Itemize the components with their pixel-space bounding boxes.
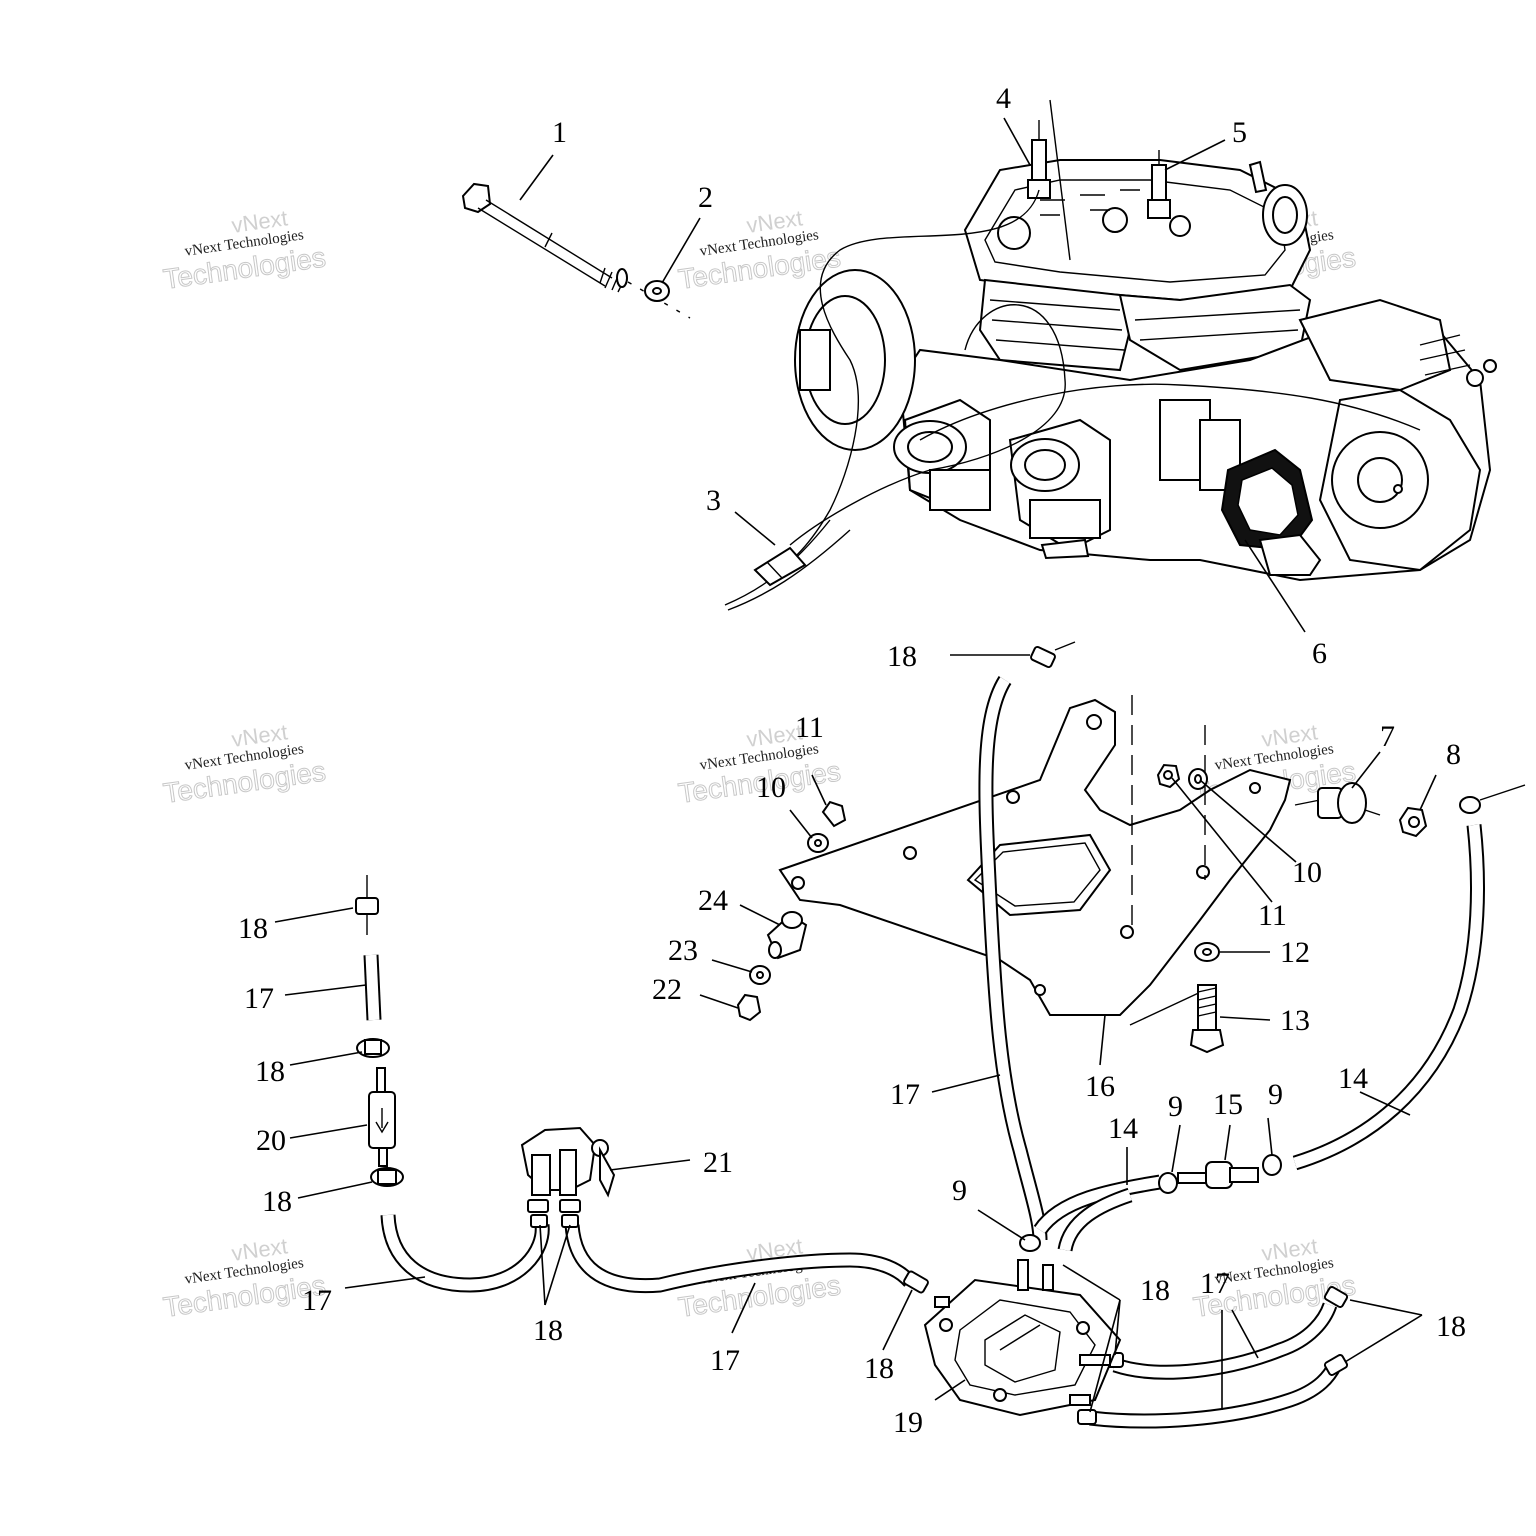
clamp-9-pump — [1019, 1234, 1041, 1252]
callout-7: 7 — [1380, 720, 1395, 753]
part-washer-10-left — [807, 833, 829, 853]
callout-15: 15 — [1213, 1088, 1243, 1121]
part-washer — [644, 280, 670, 302]
callout-11b: 11 — [1258, 899, 1287, 932]
callout-4: 4 — [996, 82, 1011, 115]
callout-17e: 17 — [1200, 1267, 1230, 1300]
callout-24: 24 — [698, 884, 728, 917]
clamp-18-valve-right — [559, 1199, 581, 1228]
part-nut-22 — [736, 993, 762, 1022]
callout-20: 20 — [256, 1124, 286, 1157]
clamp-18-top — [1030, 641, 1076, 669]
engine-assembly — [769, 99, 1497, 582]
part-nut-right — [1398, 806, 1428, 838]
clamp-18-right-top — [1323, 1286, 1349, 1308]
clamp-18-valve-left — [527, 1199, 549, 1228]
part-bolt-13 — [1189, 984, 1225, 1054]
callout-14a: 14 — [1108, 1112, 1138, 1145]
watermark-top-center: vNext vNext Technologies Technologies — [676, 205, 843, 295]
callout-14b: 14 — [1338, 1062, 1368, 1095]
spark-plug-right — [1147, 150, 1171, 219]
part-mounting-plate — [778, 695, 1292, 1026]
callout-18h: 18 — [1436, 1310, 1466, 1343]
spark-plug-left — [1027, 120, 1051, 199]
callout-18c: 18 — [255, 1055, 285, 1088]
callout-9c: 9 — [952, 1174, 967, 1207]
spark-plug-wire — [769, 189, 1421, 576]
part-nut-washer-right — [1156, 763, 1208, 790]
callout-18a: 18 — [887, 640, 917, 673]
callout-18b: 18 — [238, 912, 268, 945]
part-fuel-filter — [368, 1067, 396, 1167]
clamp-18-right-bottom — [1323, 1354, 1349, 1376]
callout-9a: 9 — [1168, 1090, 1183, 1123]
callout-16: 16 — [1085, 1070, 1115, 1103]
callout-17c: 17 — [302, 1284, 332, 1317]
callout-12: 12 — [1280, 936, 1310, 969]
watermark-mid-left: vNext vNext Technologies Technologies — [161, 719, 328, 809]
callout-labels: 1 2 3 4 5 6 7 8 9 9 9 10 10 11 11 12 13 … — [238, 82, 1466, 1439]
part-wire-connector — [724, 519, 851, 611]
clamp-9-right — [1262, 1154, 1282, 1176]
callout-18g: 18 — [1140, 1274, 1170, 1307]
callout-21: 21 — [703, 1146, 733, 1179]
clamp-9-left — [1158, 1172, 1178, 1194]
callout-18d: 18 — [262, 1185, 292, 1218]
carburetor-left — [893, 398, 991, 512]
fuel-hoses — [363, 676, 1485, 1429]
part-clip-11-left — [821, 800, 847, 828]
clamp-18-left-mid — [356, 1038, 390, 1058]
callout-3: 3 — [706, 484, 721, 517]
part-washer-23 — [749, 965, 771, 985]
clamp-9-top-right — [1459, 784, 1526, 814]
clamp-18-left-top — [355, 875, 379, 935]
callout-17a: 17 — [890, 1078, 920, 1111]
callout-19: 19 — [893, 1406, 923, 1439]
callout-22: 22 — [652, 973, 682, 1006]
part-inline-fitting — [1177, 1161, 1259, 1189]
callout-6: 6 — [1312, 637, 1327, 670]
part-fitting-24 — [766, 911, 808, 960]
leader-lines — [274, 117, 1437, 1413]
callout-8: 8 — [1446, 738, 1461, 771]
callout-18e: 18 — [533, 1314, 563, 1347]
clamp-18-left-low — [370, 1167, 404, 1187]
recoil-housing — [794, 269, 916, 451]
callout-18f: 18 — [864, 1352, 894, 1385]
part-fuel-shutoff-valve — [520, 1126, 616, 1198]
callout-23: 23 — [668, 934, 698, 967]
callout-2: 2 — [698, 181, 713, 214]
part-washer-12 — [1194, 942, 1220, 962]
engine-fuel-pump-mount — [1220, 448, 1322, 576]
part-fuel-pump — [923, 1259, 1122, 1417]
stator-cover — [1318, 388, 1482, 572]
callout-10a: 10 — [756, 771, 786, 804]
callout-17d: 17 — [710, 1344, 740, 1377]
callout-17b: 17 — [244, 982, 274, 1015]
callout-9b: 9 — [1268, 1078, 1283, 1111]
carburetor-right — [1008, 418, 1111, 552]
callout-1: 1 — [552, 116, 567, 149]
callout-10b: 10 — [1292, 856, 1322, 889]
callout-5: 5 — [1232, 116, 1247, 149]
part-rubber-mount — [1294, 782, 1381, 824]
callout-13: 13 — [1280, 1004, 1310, 1037]
clamp-18-pump-right-bottom — [1077, 1409, 1097, 1425]
watermark-top-left: vNext vNext Technologies Technologies — [161, 205, 328, 295]
clamp-18-pump-left — [903, 1270, 929, 1294]
part-bolt-long — [461, 182, 691, 319]
callout-11a: 11 — [795, 711, 824, 744]
